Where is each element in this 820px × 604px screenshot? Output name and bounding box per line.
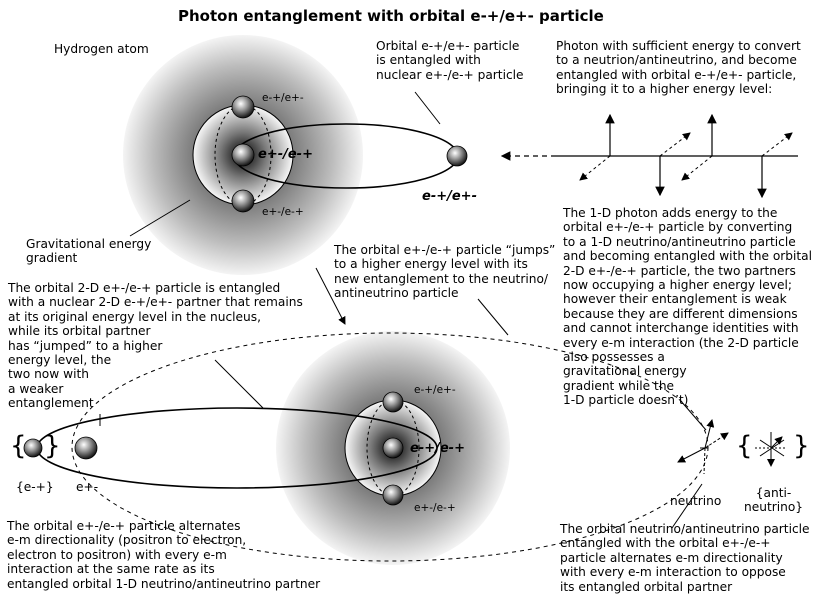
diagram-title: Photon entanglement with orbital e-+/e+-… bbox=[178, 7, 604, 25]
upper-orbiting-particle bbox=[446, 145, 468, 167]
photon-diag-1 bbox=[579, 155, 611, 181]
upper-top-nucleon bbox=[231, 95, 255, 119]
pointer-jump-to-upper bbox=[315, 267, 346, 325]
pointer-orbital-particle bbox=[414, 91, 441, 125]
lower-bottom-nucleon bbox=[382, 484, 404, 506]
lower-center-nucleon bbox=[382, 437, 404, 459]
neutrino-label: neutrino bbox=[670, 494, 722, 508]
pointer-2d-entangled bbox=[214, 359, 264, 409]
neutrino-arrow-up bbox=[704, 419, 715, 449]
label-neutrino-alternates: The orbital neutrino/antineutrino partic… bbox=[560, 522, 810, 594]
upper-bottom-nucleon bbox=[231, 189, 255, 213]
brace-left-caption: {e-+} bbox=[16, 480, 54, 494]
left-particle-caption: e+- bbox=[76, 480, 99, 494]
pointer-jump-to-lower bbox=[477, 298, 509, 336]
label-orbital-jumps: The orbital e+-/e-+ particle “jumps” to … bbox=[334, 243, 556, 301]
photon-diag-4 bbox=[761, 132, 793, 157]
antineutrino-arrow-up bbox=[770, 436, 783, 449]
brace-left-close: } bbox=[44, 431, 61, 461]
label-hydrogen-atom: Hydrogen atom bbox=[54, 42, 149, 56]
brace-right-close: } bbox=[793, 431, 810, 461]
label-orbital-entangled: Orbital e-+/e+- particle is entangled wi… bbox=[376, 39, 524, 82]
lower-bottom-nucleon-label: e+-/e-+ bbox=[414, 502, 456, 514]
lower-center-nucleon-label: e-+/e-+ bbox=[410, 441, 465, 456]
upper-center-nucleon bbox=[231, 143, 255, 167]
label-orbital-2d-entangled: The orbital 2-D e+-/e-+ particle is enta… bbox=[8, 281, 303, 411]
photon-diag-3 bbox=[681, 155, 713, 181]
label-orbital-alternates: The orbital e+-/e-+ particle alternates … bbox=[7, 519, 321, 591]
neutrino-arrow-right bbox=[704, 432, 729, 449]
pointer-one-d-photon bbox=[679, 399, 707, 431]
brace-right-open: { bbox=[736, 431, 753, 461]
label-photon-energy: Photon with sufficient energy to convert… bbox=[556, 39, 801, 97]
antineutrino-label: {anti- neutrino} bbox=[744, 486, 804, 515]
lower-top-nucleon-label: e-+/e+- bbox=[414, 384, 456, 396]
upper-bottom-nucleon-label: e+-/e-+ bbox=[262, 206, 304, 218]
lower-top-nucleon bbox=[382, 391, 404, 413]
orbiting-particle-label: e-+/e+- bbox=[422, 189, 477, 204]
neutrino-arrow-low bbox=[703, 447, 706, 475]
lower-big-orbit bbox=[71, 332, 709, 562]
label-gravitational-gradient: Gravitational energy gradient bbox=[26, 237, 152, 266]
brace-left-particle bbox=[23, 438, 43, 458]
lower-orbiting-particle bbox=[74, 436, 98, 460]
upper-top-nucleon-label: e-+/e+- bbox=[262, 92, 304, 104]
brace-left-open: { bbox=[10, 431, 27, 461]
photon-diag-2 bbox=[659, 132, 691, 157]
lower-nucleus-inner-orbit bbox=[366, 399, 420, 497]
neutrino-arrow-down bbox=[677, 447, 706, 463]
pointer-neutrino-alternates bbox=[671, 483, 703, 529]
upper-center-nucleon-label: e+-/e-+ bbox=[258, 147, 313, 162]
pointer-gravity bbox=[129, 199, 191, 237]
label-one-d-photon: The 1-D photon adds energy to the orbita… bbox=[563, 206, 813, 408]
